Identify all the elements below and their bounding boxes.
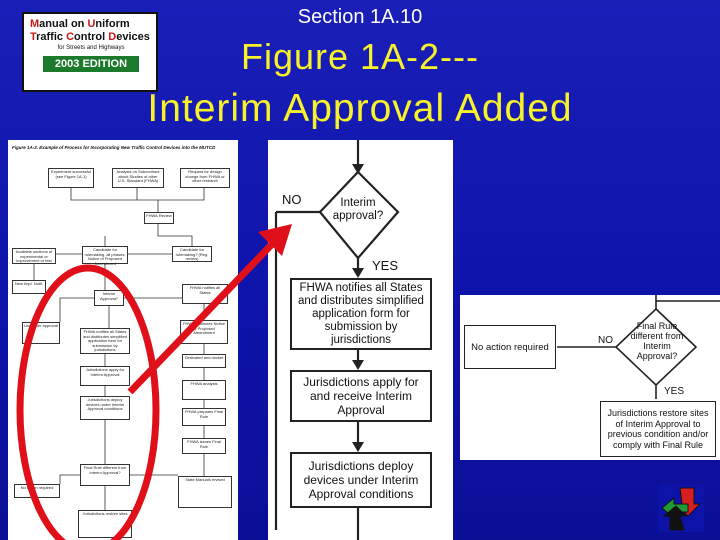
jurisdictions-restore-sites-box: Jurisdictions restore sites of Interim A…: [600, 401, 716, 457]
interim-approval-enlarged-view: NO Interim approval? YES FHWA notifies a…: [268, 140, 453, 540]
pointer-arrow-line: [127, 237, 279, 395]
flow-box: Jurisdictions deploy devices under Inter…: [80, 396, 130, 420]
flow-box: Candidate for rulemaking, all phases, No…: [82, 246, 128, 266]
flow-box: Interim Approval?: [94, 290, 124, 306]
right-connectors: [557, 295, 720, 399]
yes-label: YES: [664, 386, 685, 397]
no-action-required-box: No action required: [464, 325, 556, 369]
flowchart-connectors: [33, 188, 205, 510]
flow-box: Dedicated and docket: [182, 354, 226, 368]
figure-subtitle: Interim Approval Added: [147, 87, 573, 130]
flow-box: Request for design change from FHWA or o…: [180, 168, 230, 188]
section-title: Section 1A.10: [297, 6, 423, 28]
pointer-arrow-head: [258, 224, 292, 256]
full-flowchart-thumbnail: Figure 1A-2. Example of Process for Inco…: [8, 140, 238, 540]
no-label: NO: [598, 335, 613, 346]
flowchart-caption: Figure 1A-2. Example of Process for Inco…: [12, 145, 216, 150]
flow-box: Final Rule different from Interim Approv…: [80, 464, 130, 486]
jurisdictions-deploy-box: Jurisdictions deploy devices under Inter…: [290, 452, 432, 508]
yes-label: YES: [372, 258, 399, 273]
flow-box: Experiment successful (see Figure 1A-1): [48, 168, 94, 188]
final-rule-decision-label: Final Rule different from Interim Approv…: [630, 321, 684, 361]
flow-box: Available sections of experimental or im…: [12, 248, 56, 264]
fhwa-notifies-states-box: FHWA notifies all States and distributes…: [290, 278, 432, 350]
flow-box: Analysis on Subcontract about Studies of…: [112, 168, 164, 188]
flow-box: State Manuals revised: [178, 476, 232, 508]
interim-approval-decision-label: Interim approval?: [332, 197, 384, 222]
final-rule-decision-diamond: [614, 307, 698, 387]
flow-box: New Impl. Notif.: [12, 280, 46, 294]
flow-box: FHWA analysis: [182, 380, 226, 400]
flow-box: Candidate for rulemaking? (Reg. review): [172, 246, 212, 262]
flow-box: FHWA notifies all States and distributes…: [80, 328, 130, 354]
back-forward-arrows-icon[interactable]: [658, 484, 704, 532]
interim-approval-decision-diamond: [318, 170, 400, 260]
flow-box: FHWA prepares Final Rule: [182, 408, 226, 426]
logo-edition-badge: 2003 EDITION: [42, 55, 140, 73]
logo-subtitle: for Streets and Highways: [57, 45, 125, 51]
no-label: NO: [282, 192, 302, 207]
flow-box: Jurisdictions apply for Interim Approval: [80, 366, 130, 386]
flow-box: FHWA issues Final Rule: [182, 438, 226, 454]
mutcd-logo: Manual on Uniform Traffic Control Device…: [22, 12, 158, 92]
jurisdictions-apply-box: Jurisdictions apply for and receive Inte…: [290, 370, 432, 422]
highlight-ellipse: [16, 264, 160, 540]
mid-connectors: [274, 140, 400, 540]
figure-title: Figure 1A-2---: [240, 36, 480, 77]
final-rule-enlarged-view: No action required NO Final Rule differe…: [460, 295, 720, 460]
flow-box: FHWA Review: [144, 212, 174, 224]
